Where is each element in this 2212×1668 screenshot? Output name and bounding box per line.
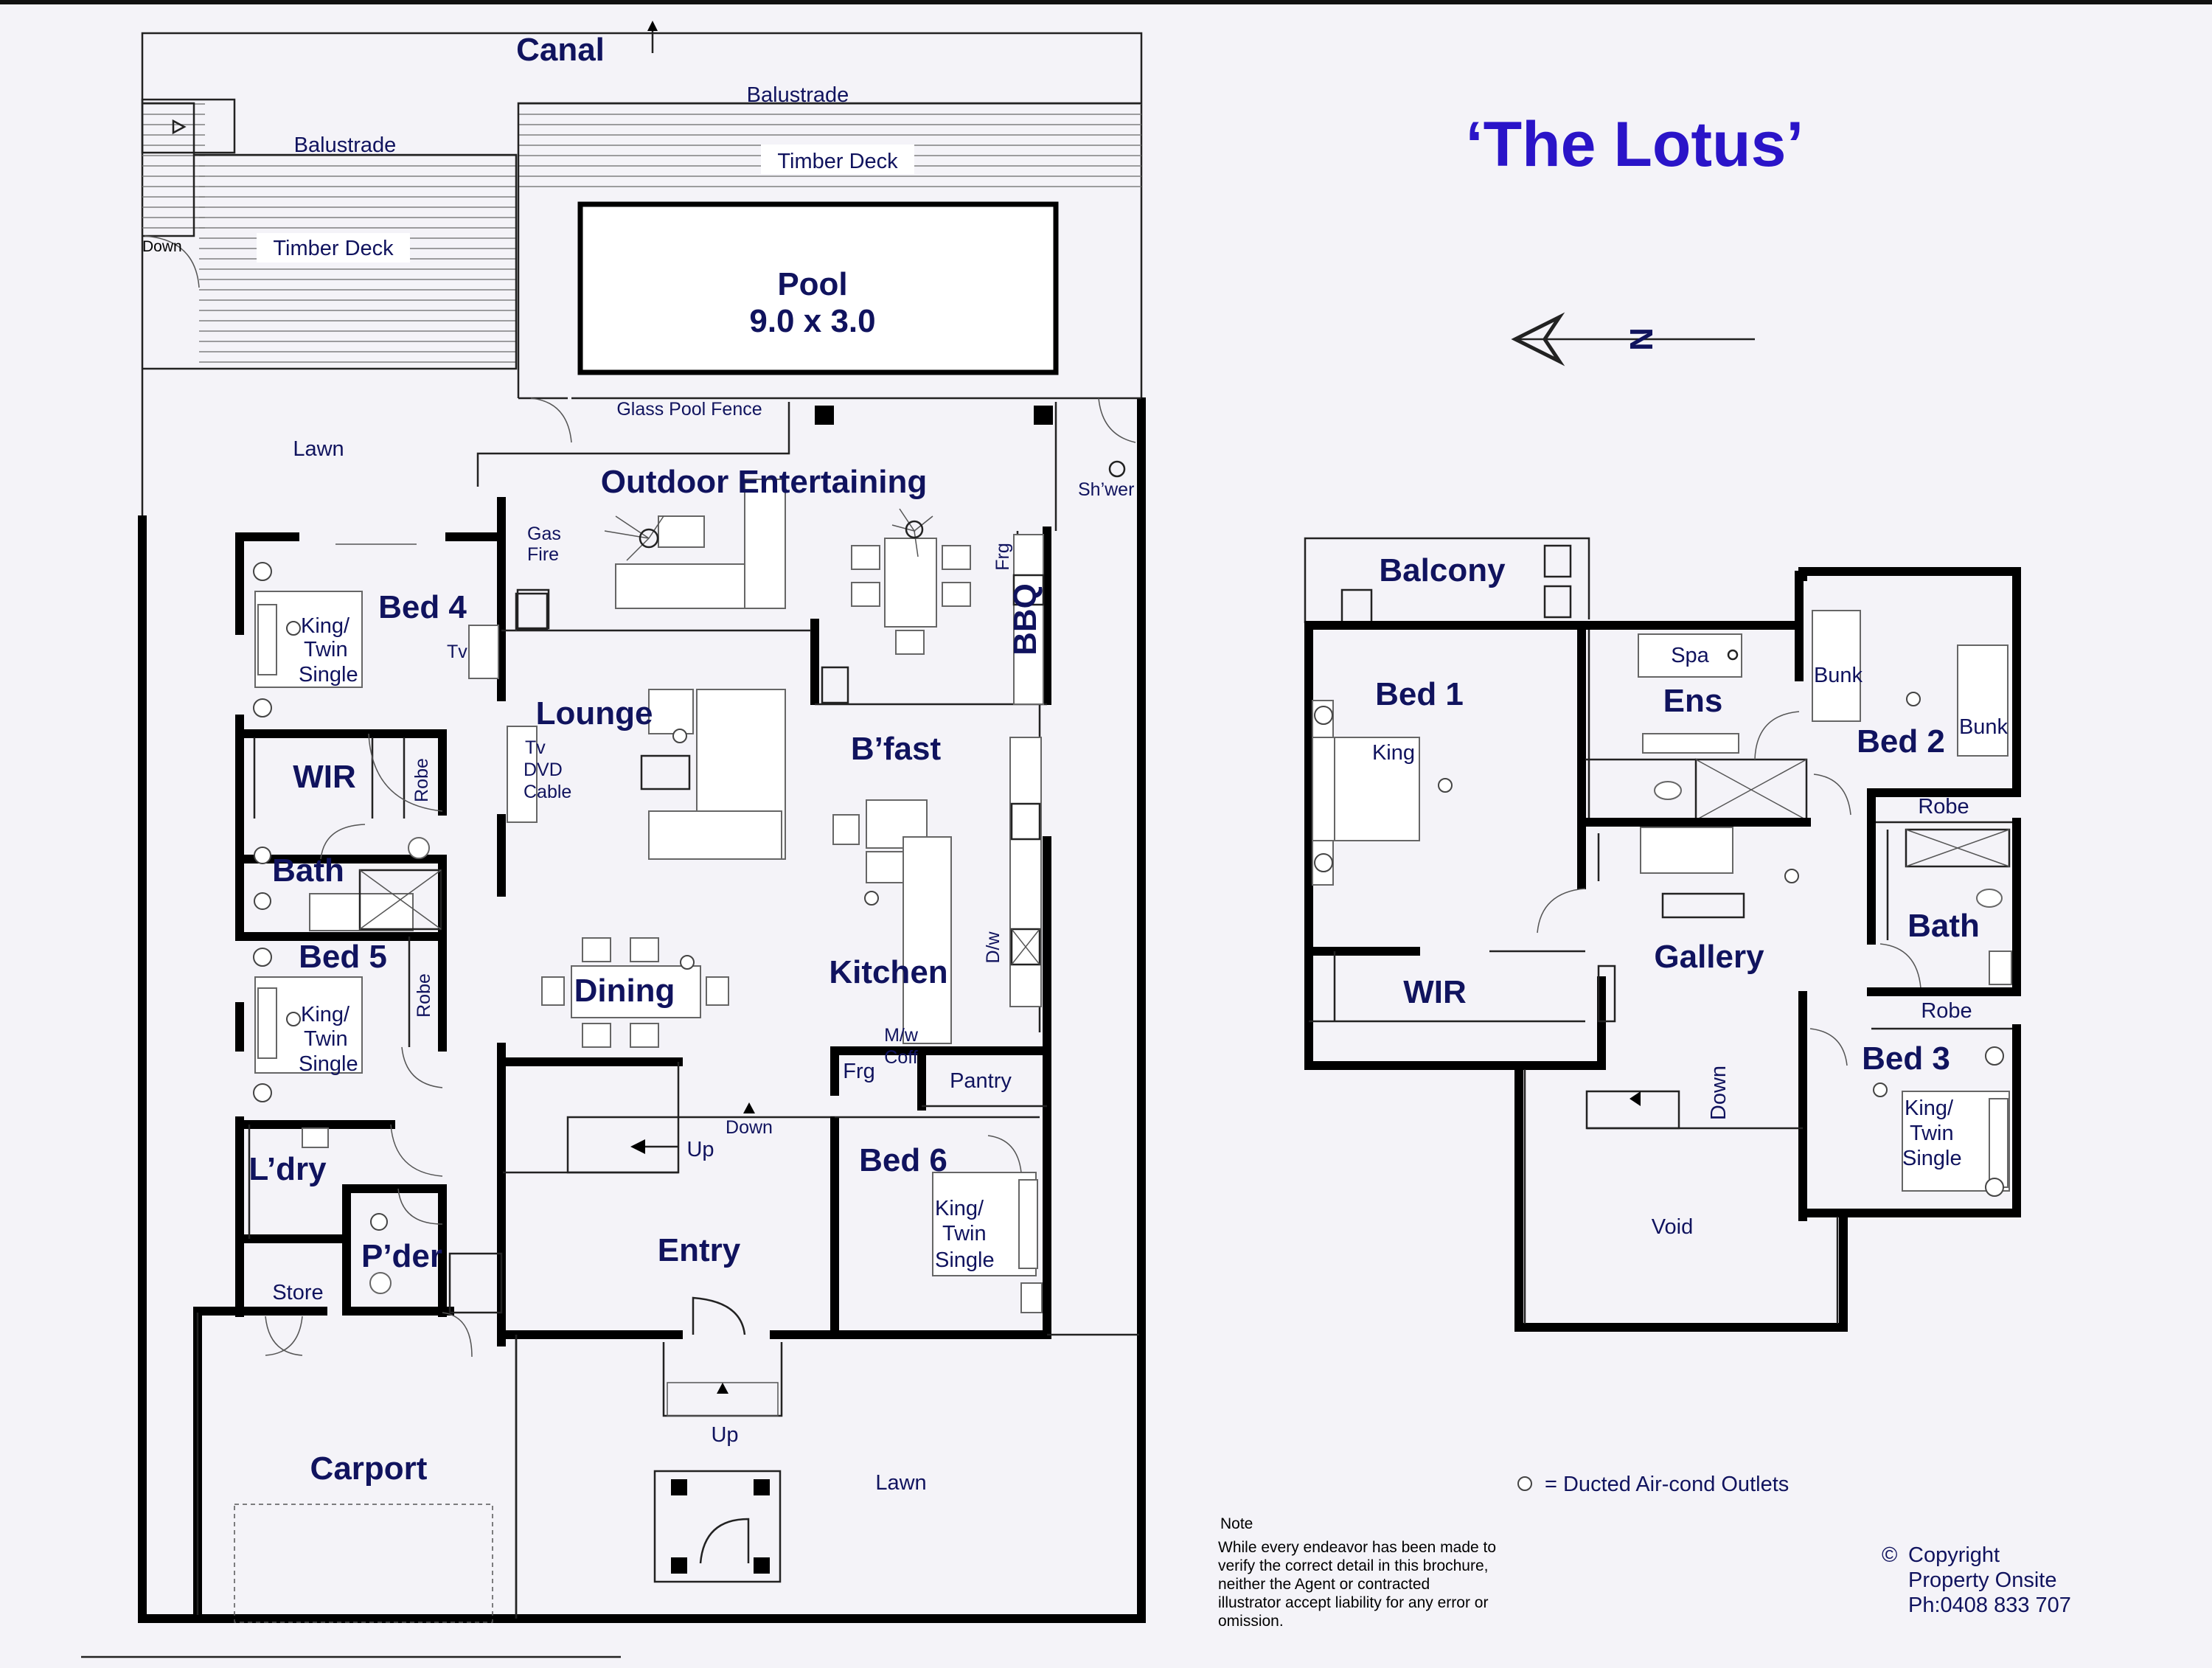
- bbq-label: BBQ: [1007, 583, 1043, 656]
- kitchen-fridge-label: Frg: [843, 1060, 875, 1083]
- laundry-label: L’dry: [248, 1151, 327, 1187]
- stairs-down-label: Down: [726, 1117, 773, 1138]
- bath-label: Bath: [272, 852, 344, 889]
- bed3-label: Bed 3: [1862, 1040, 1950, 1077]
- entry-label: Entry: [658, 1232, 741, 1268]
- bed6-label: Bed 6: [859, 1142, 947, 1178]
- bed4-tv-label: Tv: [447, 642, 467, 662]
- lounge-label: Lounge: [536, 695, 653, 732]
- plan-title: ‘The Lotus’: [1466, 109, 1804, 180]
- balustrade-top-label: Balustrade: [747, 83, 849, 107]
- kitchen-label: Kitchen: [829, 954, 947, 990]
- north-label: N: [1624, 327, 1660, 351]
- bed5-bed-2: Twin: [304, 1027, 348, 1051]
- powder-label: P’der: [361, 1238, 442, 1274]
- bunk-1-label: Bunk: [1814, 664, 1863, 687]
- copyright-line-1: Copyright: [1908, 1543, 2000, 1567]
- gallery-label: Gallery: [1654, 939, 1764, 975]
- note-line-5: omission.: [1218, 1613, 1284, 1630]
- bed4-label: Bed 4: [378, 589, 467, 625]
- carport-label: Carport: [310, 1450, 428, 1487]
- void-label: Void: [1652, 1215, 1693, 1239]
- canal-label: Canal: [516, 32, 605, 68]
- lawn-left-label: Lawn: [293, 437, 344, 461]
- coff-label: Coff: [884, 1047, 917, 1068]
- copyright-block: © Copyright Property Onsite Ph:0408 833 …: [1882, 1543, 2071, 1617]
- breakfast-label: B’fast: [851, 731, 942, 767]
- shower-label: Sh’wer: [1078, 479, 1134, 500]
- dining-label: Dining: [574, 973, 675, 1009]
- bed5-bed-3: Single: [299, 1052, 358, 1076]
- copyright-line-2: Property Onsite: [1908, 1568, 2056, 1592]
- ground-floor: [81, 21, 1146, 1658]
- bed3-bed-3: Single: [1902, 1147, 1962, 1170]
- note-line-2: verify the correct detail in this brochu…: [1218, 1557, 1489, 1574]
- bed1-king-label: King: [1372, 741, 1415, 765]
- gas-fire-label-2: Fire: [527, 544, 559, 565]
- store-label: Store: [272, 1281, 323, 1304]
- bed5-label: Bed 5: [299, 939, 387, 975]
- copyright-line-3: Ph:0408 833 707: [1908, 1594, 2071, 1617]
- pool: [577, 201, 1059, 375]
- bed3-bed-1: King/: [1905, 1097, 1954, 1120]
- bed5-bed-1: King/: [301, 1003, 350, 1026]
- upper-floor: [1304, 537, 2021, 1332]
- robe-1-label: Robe: [411, 758, 432, 802]
- pantry-label: Pantry: [950, 1069, 1012, 1093]
- bed4-bed-2: Twin: [304, 638, 348, 661]
- entry-up-label: Up: [711, 1423, 738, 1447]
- bed6-bed-3: Single: [935, 1248, 995, 1272]
- bed3-bed-2: Twin: [1910, 1122, 1954, 1145]
- stairs-up-label: Up: [686, 1138, 714, 1161]
- bed2-label: Bed 2: [1857, 723, 1945, 760]
- upper-bath-label: Bath: [1907, 908, 1980, 944]
- balustrade-left-label: Balustrade: [294, 133, 397, 157]
- glass-pool-fence-label: Glass Pool Fence: [616, 399, 762, 420]
- bed4-bed-3: Single: [299, 663, 358, 687]
- wir-label: WIR: [293, 759, 356, 795]
- lounge-tv-3: Cable: [524, 782, 571, 802]
- pool-label: Pool: [777, 266, 847, 302]
- upper-down-label: Down: [1707, 1066, 1731, 1120]
- note-heading: Note: [1220, 1515, 1253, 1532]
- bed1-label: Bed 1: [1375, 676, 1464, 712]
- bunk-2-label: Bunk: [1959, 715, 2008, 739]
- deck-down-label: Down: [142, 238, 182, 255]
- outdoor-fridge-label: Frg: [992, 543, 1013, 571]
- north-arrow: N: [1511, 312, 1755, 366]
- bed6-bed-1: King/: [935, 1197, 984, 1220]
- note-line-3: neither the Agent or contracted: [1218, 1576, 1430, 1593]
- disclaimer-note: Note While every endeavor has been made …: [1218, 1515, 1496, 1630]
- outdoor-entertaining-label: Outdoor Entertaining: [601, 464, 927, 500]
- legend-label: = Ducted Air-cond Outlets: [1545, 1473, 1789, 1496]
- copyright-icon: ©: [1882, 1543, 1897, 1567]
- lawn-bottom-label: Lawn: [875, 1471, 926, 1495]
- pool-size-label: 9.0 x 3.0: [749, 303, 875, 339]
- robe-top-label: Robe: [1918, 795, 1969, 819]
- bed6-bed-2: Twin: [942, 1222, 987, 1245]
- mw-label: M/w: [884, 1025, 919, 1046]
- timber-deck-top-label: Timber Deck: [777, 150, 898, 173]
- note-line-4: illustrator accept liability for any err…: [1218, 1594, 1488, 1611]
- lounge-tv-2: DVD: [524, 760, 563, 780]
- note-line-1: While every endeavor has been made to: [1218, 1539, 1496, 1556]
- ens-label: Ens: [1663, 683, 1723, 719]
- spa-label: Spa: [1671, 644, 1709, 667]
- robe-2-label: Robe: [414, 973, 434, 1018]
- gas-fire-label-1: Gas: [527, 524, 561, 544]
- air-con-outlet-icon: [1517, 1476, 1532, 1491]
- timber-deck-left-label: Timber Deck: [273, 237, 394, 260]
- balcony-label: Balcony: [1379, 552, 1506, 588]
- upper-wir-label: WIR: [1403, 974, 1467, 1010]
- lounge-tv-1: Tv: [525, 737, 546, 758]
- dishwasher-label: D/w: [983, 931, 1004, 964]
- bed4-bed-1: King/: [301, 614, 350, 638]
- robe-bottom-label: Robe: [1921, 999, 1972, 1023]
- top-edge: [0, 0, 2212, 4]
